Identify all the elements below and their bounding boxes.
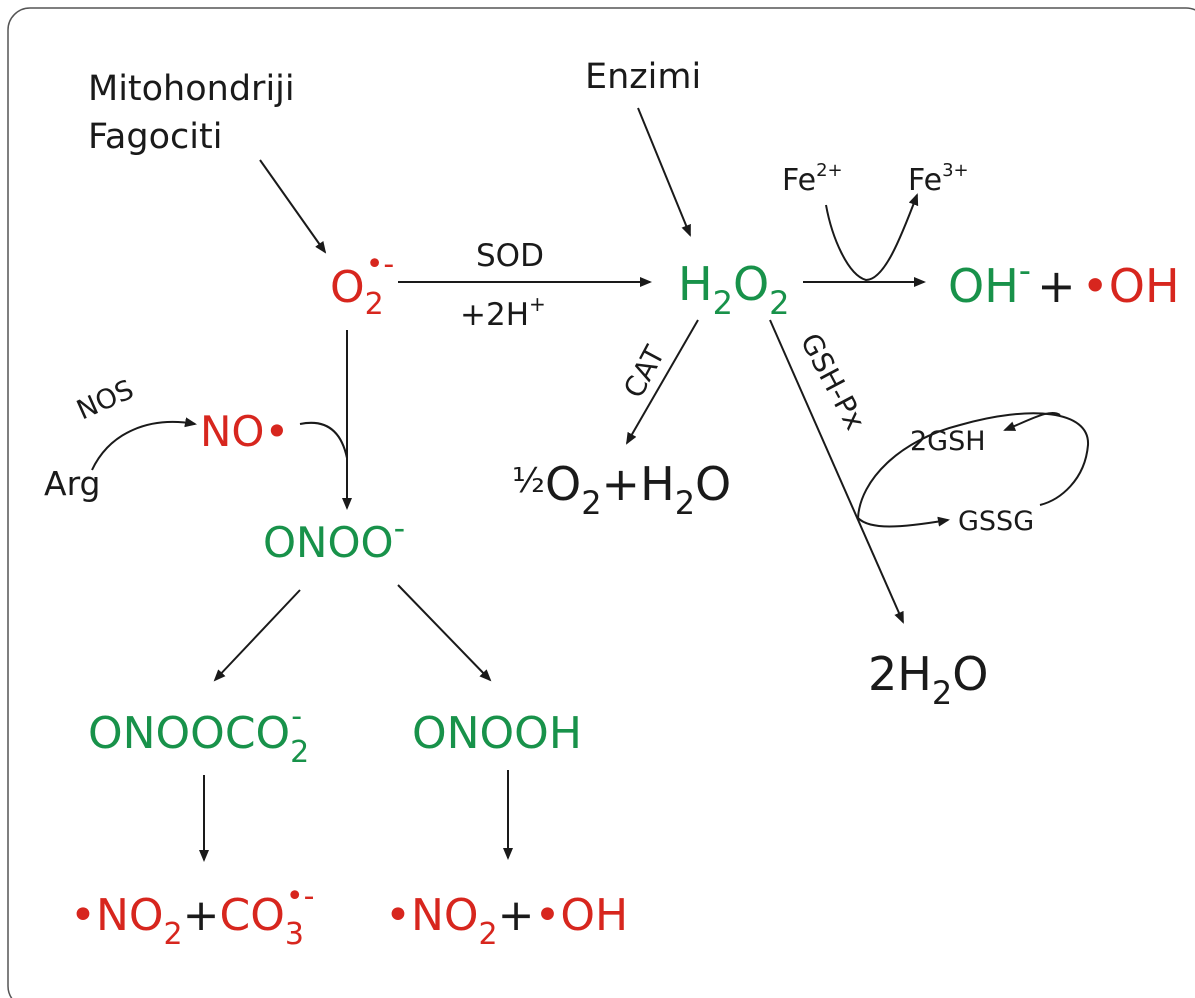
node-arg: Arg: [44, 464, 101, 503]
arrow-enzymes-to-h2o2: [637, 107, 691, 237]
node-half-o2-water: ½O2+H2O: [512, 457, 731, 522]
source-enzymes: Enzimi: [585, 57, 701, 97]
node-2gsh: 2GSH: [910, 426, 986, 457]
node-h2o2: H2O2: [678, 257, 790, 322]
node-nitric-oxide: NO•: [200, 407, 289, 456]
node-fe3: Fe3+: [908, 160, 969, 198]
frame-border: [7, 7, 1195, 998]
arrow-glutathione-cycle-outer: [857, 412, 1090, 519]
node-product-left: •NO2+CO3•-: [70, 879, 314, 952]
source-mitochondria: Mitohondriji: [88, 69, 295, 109]
arrow-iron-oxidation: [825, 193, 919, 282]
node-peroxynitrite: ONOO-: [263, 509, 405, 567]
label-sod: SOD: [476, 238, 544, 274]
node-peroxynitrous-acid: ONOOH: [412, 708, 582, 759]
node-hydroxyl-pair: OH-+•OH: [948, 251, 1180, 313]
label-cat: CAT: [617, 340, 672, 404]
arrow-to-peroxynitrous-acid: [397, 584, 492, 682]
node-superoxide: O2•-: [330, 247, 394, 322]
arrow-sources-to-superoxide: [259, 159, 327, 254]
arrow-to-2gsh: [1003, 411, 1061, 431]
node-gssg: GSSG: [958, 506, 1034, 537]
label-gshpx: GSH-Px: [794, 328, 872, 435]
arrow-no-joining: [299, 421, 348, 459]
arrow-gsh-peroxidase: [769, 319, 904, 624]
arrow-catalase: [626, 319, 699, 445]
label-protons: +2H+: [460, 292, 546, 333]
arrow-arg-to-no: [91, 417, 197, 471]
label-nos: NOS: [72, 374, 138, 426]
arrow-to-nitrosoperoxycarbonate: [213, 589, 301, 682]
arrow-to-gssg: [857, 516, 950, 528]
node-two-water: 2H2O: [868, 647, 988, 712]
node-fe2: Fe2+: [782, 160, 843, 198]
node-product-right: •NO2+•OH: [385, 890, 628, 952]
node-nitrosoperoxycarbonate: ONOOCO2-: [88, 699, 309, 770]
source-phagocytes: Fagociti: [88, 117, 222, 157]
